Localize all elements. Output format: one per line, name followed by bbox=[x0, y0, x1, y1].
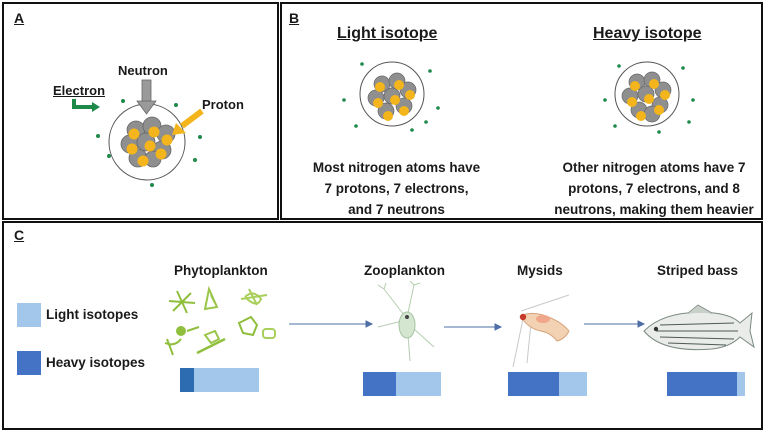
heavy-isotope-heading: Heavy isotope bbox=[593, 25, 702, 42]
electrons bbox=[96, 99, 202, 187]
panel-a: A Electron Neutron Proton bbox=[2, 2, 279, 220]
organism-name-striped-bass: Striped bass bbox=[657, 263, 739, 278]
arrow-right-icon bbox=[365, 320, 374, 328]
electron-arrow-icon bbox=[72, 99, 94, 109]
proton-arrow-icon bbox=[172, 108, 204, 135]
heavy-isotope-fill bbox=[363, 372, 396, 396]
panel-c: C Light isotopes Heavy isotopes Phytopla… bbox=[2, 221, 763, 430]
panel-a-label: A bbox=[14, 10, 25, 26]
heavy-description-line: neutrons, making them heavier bbox=[554, 202, 754, 217]
heavy-isotope-fill bbox=[667, 372, 738, 396]
legend-heavy-swatch bbox=[17, 351, 41, 375]
food-chain-arrows bbox=[289, 320, 646, 331]
isotope-bar-zooplankton bbox=[363, 372, 441, 396]
arrow-right-icon bbox=[637, 320, 646, 328]
heavy-isotope-fill bbox=[180, 368, 195, 392]
light-description-line: Most nitrogen atoms have bbox=[312, 160, 481, 175]
light-isotope-heading: Light isotope bbox=[337, 25, 438, 42]
proton-label: Proton bbox=[202, 97, 244, 112]
panel-c-label: C bbox=[14, 227, 25, 243]
light-isotope-description: Most nitrogen atoms have 7 protons, 7 el… bbox=[294, 157, 499, 220]
neutron-label: Neutron bbox=[118, 63, 168, 78]
organism-name-mysids: Mysids bbox=[517, 263, 563, 278]
light-description-line: 7 protons, 7 electrons, bbox=[324, 181, 469, 196]
organism-name-phytoplankton: Phytoplankton bbox=[174, 263, 268, 278]
organism-name-zooplankton: Zooplankton bbox=[364, 263, 445, 278]
arrow-right-icon bbox=[494, 323, 503, 331]
nucleus bbox=[120, 116, 176, 168]
isotope-bar-phytoplankton bbox=[180, 368, 259, 392]
heavy-description-line: Other nitrogen atoms have 7 bbox=[562, 160, 746, 175]
neutron-arrow-icon bbox=[136, 79, 157, 115]
phytoplankton-icon bbox=[164, 285, 276, 356]
isotope-bar-striped-bass bbox=[667, 372, 745, 396]
zooplankton-icon bbox=[377, 280, 435, 362]
panel-b-label: B bbox=[289, 10, 300, 26]
atom-diagram bbox=[72, 79, 204, 187]
legend-light-label: Light isotopes bbox=[46, 307, 139, 322]
heavy-isotope-atom bbox=[603, 61, 695, 134]
striped-bass-icon bbox=[643, 304, 755, 351]
heavy-description-line: protons, 7 electrons, and 8 bbox=[568, 181, 740, 196]
isotope-bar-mysids bbox=[508, 372, 587, 396]
light-description-line: and 7 neutrons bbox=[348, 202, 445, 217]
mysid-icon bbox=[512, 294, 570, 368]
panel-b: B Light isotope Heavy isotope bbox=[280, 2, 763, 220]
heavy-isotope-fill bbox=[508, 372, 560, 396]
electron-label: Electron bbox=[53, 83, 106, 98]
light-isotope-atom bbox=[342, 61, 440, 132]
heavy-isotope-description: Other nitrogen atoms have 7 protons, 7 e… bbox=[545, 157, 763, 220]
legend-heavy-label: Heavy isotopes bbox=[46, 355, 146, 370]
legend-light-swatch bbox=[17, 303, 41, 327]
